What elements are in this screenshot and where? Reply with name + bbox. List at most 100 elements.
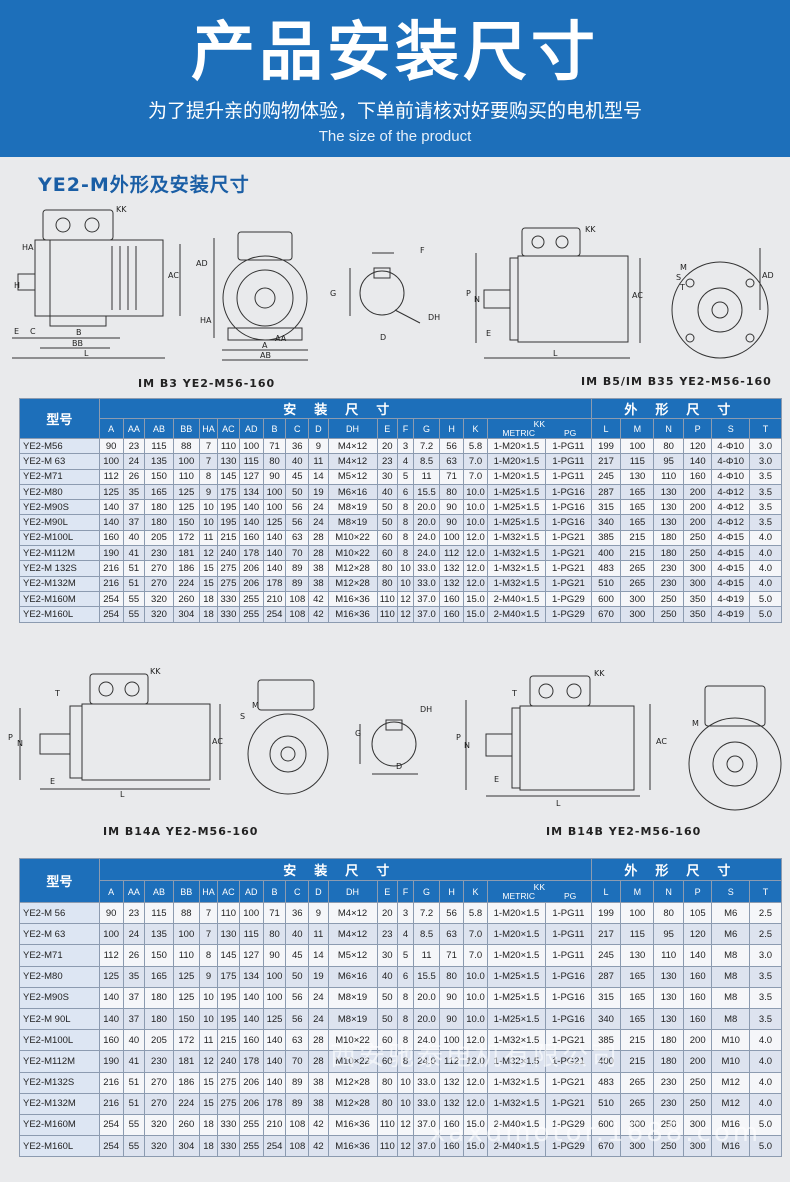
value-cell: M8 [711,944,750,967]
value-cell: 45 [285,468,310,485]
value-cell: 200 [682,514,713,531]
value-cell: M4×12 [327,453,378,470]
value-cell: 100 [98,923,124,946]
value-cell: 10.0 [463,499,488,516]
value-cell: 160 [238,529,264,547]
column-header: P [682,418,713,439]
label-dh-2: DH [420,705,432,714]
value-cell: 3.5 [749,483,782,501]
value-cell: 40 [285,453,310,470]
value-cell: 304 [172,1135,200,1158]
upper-technical-drawings: KK HA H E C B BB L AC AD HA A AA AB F G … [12,205,774,361]
value-cell: 320 [144,1135,174,1158]
value-cell: 18 [198,1135,219,1158]
value-cell: 4.0 [749,545,782,562]
value-cell: 270 [144,575,174,592]
model-cell: YE2-M71 [19,944,100,967]
value-cell: 287 [590,965,622,988]
label-h-1: H [14,281,20,290]
value-cell: 88 [172,437,200,455]
value-cell: 260 [172,1113,200,1137]
value-cell: 100 [172,923,200,946]
value-cell: 37 [122,514,146,531]
column-header: N [653,880,684,903]
value-cell: 240 [217,545,240,562]
value-cell: 270 [144,1092,174,1115]
value-cell: 56 [439,901,465,925]
value-cell: 12 [397,606,414,623]
value-cell: 7.2 [412,901,441,925]
column-header: E [376,418,399,439]
value-cell: 180 [653,1050,684,1073]
value-cell: 9 [198,483,219,501]
value-cell: 71 [262,437,287,455]
column-header: DH [327,880,378,903]
value-cell: 206 [238,560,264,577]
value-cell: 63 [439,453,465,470]
value-cell: 300 [620,1113,655,1137]
value-cell: 110 [653,468,684,485]
value-cell: 108 [285,590,310,608]
value-cell: 100 [262,986,287,1009]
label-a-1: A [262,341,268,350]
value-cell: 300 [620,606,655,623]
column-header: B [262,880,287,903]
value-cell: 160 [682,468,713,485]
pg-label: PG [563,890,577,901]
watermark-url: xaxdmotor.1688.com [430,1118,762,1148]
value-cell: 95 [653,923,684,946]
value-cell: 112 [439,545,465,562]
value-cell: 250 [682,545,713,562]
label-n-1: N [474,295,480,304]
value-cell: 130 [653,1007,684,1031]
value-cell: 1-PG16 [545,483,592,501]
value-cell: 160 [238,1029,264,1052]
value-cell: 210 [262,1113,287,1137]
value-cell: 134 [238,965,264,988]
model-cell: YE2-M160M [19,1113,100,1137]
value-cell: 125 [172,986,200,1009]
header-banner: 产品安装尺寸 为了提升亲的购物体验，下单前请核对好要购买的电机型号 The si… [0,0,790,157]
b14-shaft-detail-drawing [359,719,418,775]
value-cell: 90 [98,437,124,455]
value-cell: 3.0 [749,437,782,455]
value-cell: 145 [217,944,240,967]
value-cell: 80 [376,1092,399,1115]
value-cell: 240 [217,1050,240,1073]
value-cell: 178 [262,1092,287,1115]
kk-label: KK [533,418,545,429]
value-cell: 50 [285,483,310,501]
value-cell: 200 [682,1029,713,1052]
value-cell: 127 [238,468,264,485]
value-cell: 15 [198,1092,219,1115]
value-cell: 300 [682,1113,713,1137]
value-cell: 10 [397,560,414,577]
value-cell: 10 [397,1092,414,1115]
value-cell: 37 [122,499,146,516]
value-cell: 4.0 [749,560,782,577]
value-cell: 4-Φ15 [711,545,750,562]
value-cell: 160 [98,1029,124,1052]
model-cell: YE2-M 63 [19,453,100,470]
label-t-1: T [679,283,685,292]
value-cell: 195 [217,499,240,516]
value-cell: 4-Φ12 [711,514,750,531]
value-cell: 1-M20×1.5 [486,468,547,485]
value-cell: 5.0 [749,1113,782,1137]
value-cell: 385 [590,529,622,547]
value-cell: 135 [144,923,174,946]
value-cell: 37.0 [412,590,441,608]
value-cell: 90 [262,944,287,967]
value-cell: 56 [285,986,310,1009]
value-cell: 36 [285,901,310,925]
value-cell: 340 [590,514,622,531]
model-cell: YE2-M132M [19,575,100,592]
value-cell: 255 [238,1135,264,1158]
value-cell: 3.5 [749,986,782,1009]
value-cell: 178 [238,1050,264,1073]
value-cell: 215 [620,545,655,562]
value-cell: 330 [217,590,240,608]
model-cell: YE2-M90S [19,986,100,1009]
